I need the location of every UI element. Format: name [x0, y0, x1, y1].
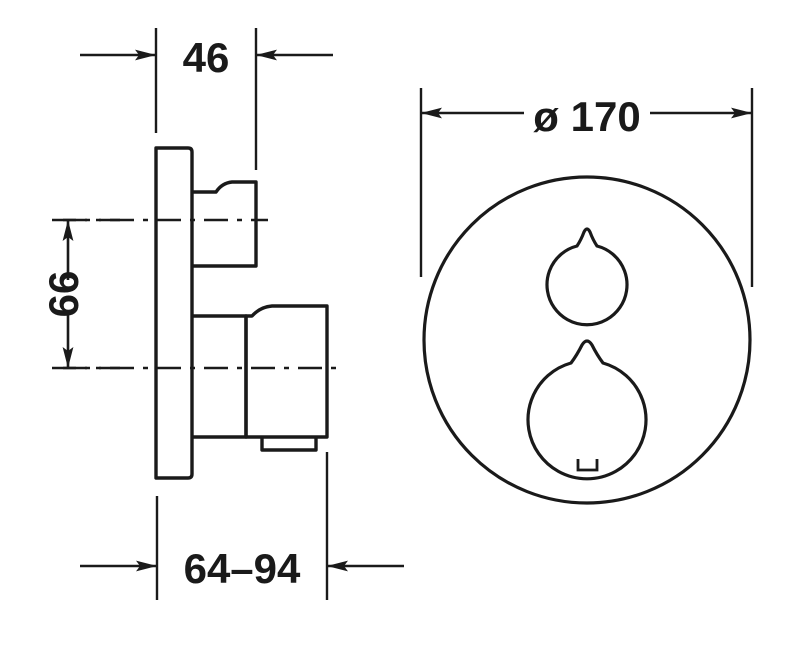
dimension-projection-range: 64–94	[80, 452, 404, 600]
front-elevation-view	[422, 175, 752, 505]
lower-knob-tab	[576, 459, 599, 472]
upper-knob	[545, 227, 629, 327]
upper-handle-body	[192, 180, 258, 268]
lower-handle-body	[244, 304, 329, 439]
dimension-label-64-94: 64–94	[184, 545, 301, 592]
dimension-label-66: 66	[40, 271, 87, 318]
dimension-depth-46: 46	[80, 28, 333, 170]
wall-plate-flange	[154, 146, 194, 480]
dimension-label-46: 46	[183, 34, 230, 81]
lower-handle-tab	[260, 437, 318, 452]
lower-knob	[526, 339, 648, 481]
dimension-plate-diameter: ø 170	[419, 88, 754, 287]
round-face-plate	[422, 175, 752, 505]
side-view-centerlines	[63, 218, 338, 370]
side-section-view	[154, 146, 329, 480]
dimension-label-170: ø 170	[533, 93, 640, 140]
dimension-handle-spacing-66: 66	[40, 218, 120, 370]
